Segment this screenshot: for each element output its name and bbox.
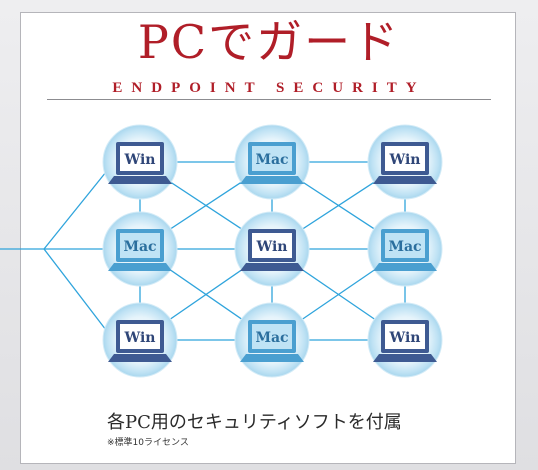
diagram-title: PCでガード [137,15,401,69]
edges-layer [0,161,406,341]
laptop-screen [385,146,425,171]
diagram-caption: 各PC用のセキュリティソフトを付属 [107,412,402,433]
laptop-screen [252,146,292,171]
pc-node-r3c1: Win [102,302,178,378]
laptop-base [373,176,437,184]
laptop-screen [385,324,425,349]
pc-node-r2c1: Mac [102,211,178,287]
laptop-screen [120,146,160,171]
laptop-base [240,354,304,362]
os-label: Mac [388,239,421,255]
laptop-base [240,263,304,271]
laptop-screen [252,324,292,349]
uplink-branch [43,248,107,331]
laptop-base [108,263,172,271]
laptop-base [373,354,437,362]
laptop-base [373,263,437,271]
laptop-base [240,176,304,184]
laptop-base [108,354,172,362]
pc-node-r1c2: Mac [234,124,310,200]
pc-node-r1c1: Win [102,124,178,200]
pc-node-r3c3: Win [367,302,443,378]
os-label: Win [124,152,156,168]
os-label: Win [256,239,288,255]
pc-node-r2c2: Win [234,211,310,287]
laptop-screen [252,233,292,258]
os-label: Mac [255,330,288,346]
laptop-screen [385,233,425,258]
pc-node-r3c2: Mac [234,302,310,378]
pc-node-r2c3: Mac [367,211,443,287]
laptop-base [108,176,172,184]
laptop-screen [120,233,160,258]
os-label: Win [389,152,421,168]
os-label: Win [124,330,156,346]
os-label: Mac [255,152,288,168]
diagram-subtitle: ENDPOINT SECURITY [112,80,426,96]
uplink-branch [43,171,107,250]
license-note: ※標準10ライセンス [107,438,189,448]
title-divider [47,99,491,100]
os-label: Mac [123,239,156,255]
laptop-screen [120,324,160,349]
os-label: Win [389,330,421,346]
pc-node-r1c3: Win [367,124,443,200]
